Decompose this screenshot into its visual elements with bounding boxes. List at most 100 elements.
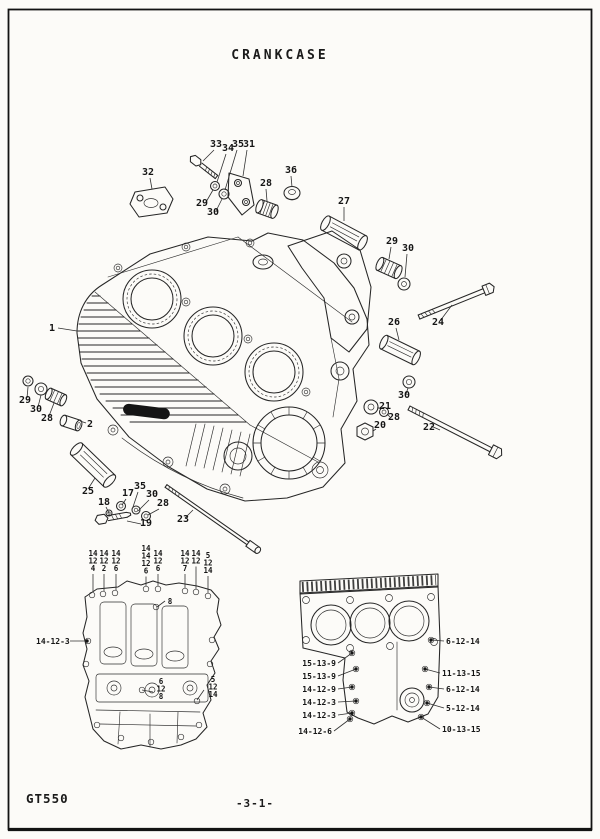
part-number-callout: 34: [222, 143, 234, 154]
part-number-callout: 28: [388, 412, 400, 423]
model-label: GT550: [26, 791, 69, 806]
sub-diagram-right: [299, 573, 441, 725]
stud-holes: [113, 238, 311, 397]
torque-leader-dot: [425, 701, 429, 705]
engine-mount-tower: [287, 230, 372, 418]
part-tube-26: [379, 334, 421, 366]
callout-leader-line: [205, 189, 214, 203]
part-number-callout: 29: [196, 198, 208, 209]
part-cap-36: [283, 185, 301, 201]
tightening-order-number: 14: [88, 549, 98, 558]
tightening-order-layer: 1412414122141261414126141261412714125121…: [88, 544, 218, 701]
torque-spec-label: 14-12-3: [302, 698, 336, 707]
sub-diagram-left: [82, 580, 222, 750]
part-number-callout: 25: [82, 486, 94, 497]
callout-leader-line: [26, 386, 29, 399]
part-switch-17-18-19: [94, 500, 152, 525]
part-number-callout: 22: [423, 422, 435, 433]
part-number-callout: 26: [388, 317, 400, 328]
callout-leader-line: [137, 499, 150, 512]
crankcase-opening: [107, 406, 329, 495]
tightening-order-number: 5: [206, 551, 211, 560]
callout-leader-line: [216, 153, 227, 183]
torque-leader-dot: [354, 699, 358, 703]
tightening-order-number: 8: [168, 597, 173, 606]
tightening-order-number: 14: [153, 549, 163, 558]
part-washer-30-right-hole: [401, 281, 407, 287]
callout-leader-line: [149, 177, 153, 190]
stack-leader-line: [156, 600, 166, 608]
part-bolt-24: [417, 282, 495, 320]
tightening-order-number: 12: [153, 557, 162, 566]
part-number-callout: 19: [140, 518, 152, 529]
torque-label-layer: 14-12-315-13-915-13-914-12-914-12-314-12…: [36, 637, 481, 736]
part-number-callout: 30: [207, 207, 219, 218]
tightening-order-number: 2: [102, 564, 107, 573]
callout-leader-line: [37, 394, 42, 408]
callout-leader-line: [79, 420, 87, 424]
tightening-order-number: 12: [191, 557, 200, 566]
callout-leader-line: [265, 188, 268, 202]
torque-leader-dot: [423, 667, 427, 671]
torque-leader-line: [333, 718, 351, 732]
part-plate-32: [129, 186, 174, 218]
torque-leader-line: [337, 686, 353, 690]
part-number-callout: 17: [122, 488, 134, 499]
tightening-order-number: 14: [141, 544, 151, 553]
torque-spec-label: 10-13-15: [442, 725, 481, 734]
torque-leader-dot: [350, 711, 354, 715]
part-tube-27: [320, 215, 368, 251]
callout-leader-line: [87, 477, 96, 490]
callout-leader-line: [126, 520, 142, 525]
part-washers-34-35: [209, 180, 230, 200]
part-number-callout: 20: [374, 420, 386, 431]
tightening-order-number: 12: [156, 685, 165, 694]
stack-leader-line: [196, 689, 205, 701]
part-number-callout: 30: [398, 390, 410, 401]
torque-leader-dot: [350, 651, 354, 655]
part-bracket-31: [227, 172, 255, 216]
tightening-order-number: 14: [141, 552, 151, 561]
part-nut-20: [356, 422, 374, 441]
crankcase-body-drawing: [76, 232, 370, 502]
callout-leader-line: [184, 509, 194, 519]
torque-spec-label: 11-13-15: [442, 669, 481, 678]
tightening-order-number: 12: [208, 683, 217, 692]
part-plug-29-right: [375, 256, 403, 280]
callout-leader-line: [57, 327, 78, 332]
tightening-order-number: 4: [91, 564, 96, 573]
part-number-callout: 1: [49, 323, 55, 334]
callout-leader-line: [404, 253, 408, 278]
callout-leader-line: [386, 413, 391, 418]
part-number-callout: 28: [157, 498, 169, 509]
torque-leader-dot: [427, 685, 431, 689]
callout-leader-line: [242, 149, 248, 177]
torque-leader-dot: [429, 638, 433, 642]
torque-spec-label: 6-12-14: [446, 637, 480, 646]
part-number-callout: 29: [19, 395, 31, 406]
tightening-order-number: 12: [99, 557, 108, 566]
page-number: -3-1-: [235, 797, 275, 810]
torque-leader-line: [428, 686, 445, 690]
torque-spec-label: 6-12-14: [446, 685, 480, 694]
tightening-order-number: 6: [144, 567, 149, 576]
torque-spec-label: 14-12-9: [302, 685, 336, 694]
part-bolt-23: [164, 484, 262, 554]
part-number-callout: 35: [134, 481, 146, 492]
case-emblem: [123, 403, 170, 420]
part-bolt-22: [407, 405, 503, 460]
torque-leader-dot: [354, 667, 358, 671]
tightening-order-number: 5: [211, 675, 216, 684]
callout-leader-line: [132, 491, 139, 508]
part-number-callout: 21: [379, 401, 391, 412]
torque-spec-label: 14-12-6: [298, 727, 332, 736]
torque-leader-line: [430, 639, 445, 642]
part-washer-30-right: [397, 277, 411, 291]
tightening-order-number: 12: [203, 559, 212, 568]
part-number-callout: 18: [98, 497, 110, 508]
callout-leader-line: [405, 387, 409, 395]
callout-leader-line: [121, 498, 127, 506]
